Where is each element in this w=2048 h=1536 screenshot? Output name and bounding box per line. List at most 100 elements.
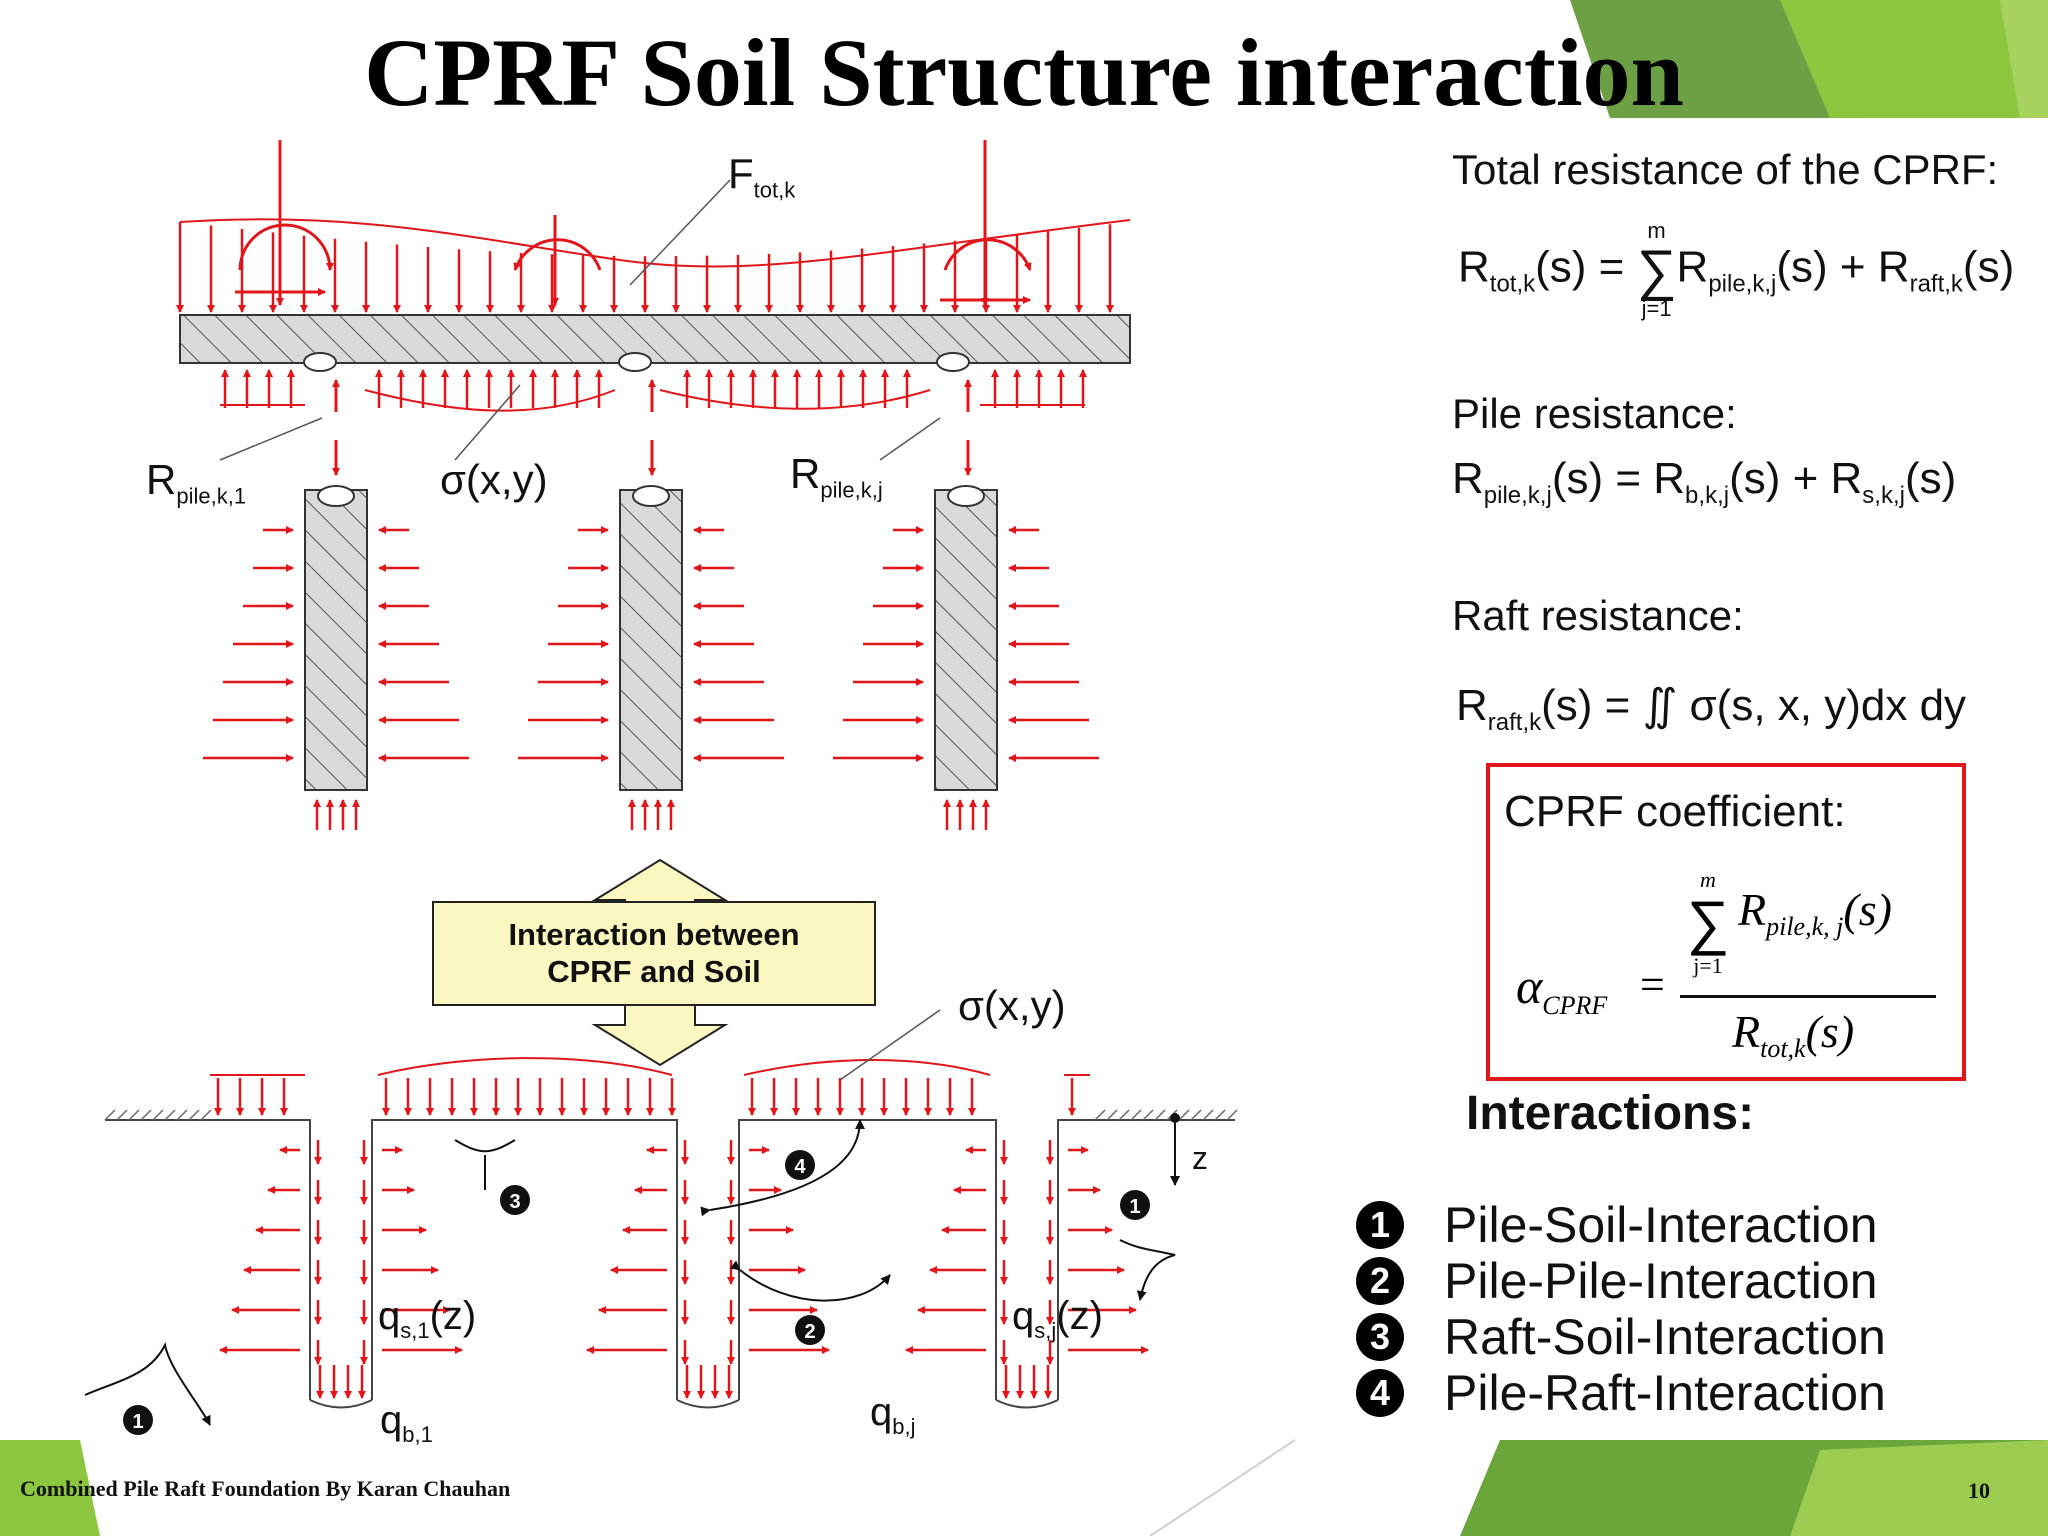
lower-pressure-envelope	[210, 1057, 1090, 1076]
pile-resistance-heading: Pile resistance:	[1452, 390, 1737, 437]
number-2-icon: 2	[1356, 1257, 1404, 1305]
ground-hatch-line	[176, 1109, 188, 1121]
interaction-2-arrow	[729, 1260, 891, 1302]
coefficient-numerator: Rpile,k, j(s)	[1738, 884, 1892, 942]
pile-1	[304, 489, 368, 791]
ground-hatch-line	[128, 1109, 140, 1121]
sigma-bottom-leader	[839, 1009, 941, 1081]
equation-raft-resistance: Rraft,k(s) = ∬ σ(s, x, y)dx dy	[1456, 681, 1967, 736]
moment-arrow-1	[238, 223, 334, 271]
ground-hatch-line	[1190, 1109, 1202, 1121]
raft-joint-3	[936, 352, 970, 372]
ground-hatch-line	[116, 1109, 128, 1121]
cprf-coefficient-heading: CPRF coefficient:	[1504, 787, 1846, 836]
ground-hatch-line	[1106, 1109, 1118, 1121]
raft-resistance-heading: Raft resistance:	[1452, 592, 1744, 639]
bottom-left-green-shape	[0, 1440, 100, 1536]
lower-raft-outline	[210, 1119, 1095, 1400]
sigma-top-leader	[454, 384, 521, 461]
pile-2	[619, 489, 683, 791]
coefficient-equals: =	[1640, 960, 1665, 1009]
r-pile-j-leader	[879, 417, 941, 461]
ground-hatch-line	[1130, 1109, 1142, 1121]
raft-joint-2	[618, 352, 652, 372]
label-sigma-top: σ(x,y)	[440, 456, 548, 503]
interaction-text-line1: Interaction between	[508, 917, 799, 952]
ground-hatch-line	[1214, 1109, 1226, 1121]
lower-pile-1-tip	[309, 1399, 373, 1409]
ground-hatch-line	[1178, 1109, 1190, 1121]
f-tot-leader	[629, 179, 731, 286]
ground-hatch-line	[1118, 1109, 1130, 1121]
label-r-pile-j: Rpile,k,j	[790, 450, 883, 503]
lower-pile-3-tip	[995, 1399, 1059, 1409]
pile-3	[934, 489, 998, 791]
pile-side-arrows	[203, 526, 1099, 830]
interaction-1-arrow-right	[1119, 1239, 1176, 1301]
svg-text:2: 2	[804, 1321, 815, 1343]
equation-pile-resistance: Rpile,k,j(s) = Rb,k,j(s) + Rs,k,j(s)	[1452, 454, 1957, 509]
top-right-edge-shape	[2000, 0, 2048, 118]
label-qs1: qs,1(z)	[378, 1294, 477, 1343]
interaction-box	[432, 901, 876, 1006]
ground-hatch-line	[164, 1109, 176, 1121]
r-pile-1-leader	[219, 417, 323, 461]
contact-pressure-arrows	[221, 369, 1087, 408]
number-1-icon: 1	[1356, 1201, 1404, 1249]
raft	[179, 314, 1131, 364]
interaction-4-arrow	[700, 1119, 865, 1217]
coefficient-alpha: αCPRF	[1516, 958, 1608, 1020]
lower-pile-2-tip	[676, 1399, 740, 1409]
marker-1-right: 1	[1120, 1190, 1150, 1220]
label-z: z	[1192, 1140, 1208, 1176]
label-qb1: qb,1	[380, 1398, 433, 1447]
depth-origin	[1170, 1113, 1180, 1123]
marker-4: 4	[785, 1150, 815, 1180]
coefficient-denominator: Rtot,k(s)	[1732, 1006, 1855, 1064]
ground-hatching	[104, 1109, 1238, 1121]
ground-hatch-line	[1094, 1109, 1106, 1121]
svg-text:3: 3	[509, 1191, 520, 1213]
pile-2-head	[632, 485, 670, 507]
ground-hatch-line	[1142, 1109, 1154, 1121]
load-envelope	[179, 218, 1131, 268]
total-resistance-heading: Total resistance of the CPRF:	[1452, 146, 1999, 193]
svg-text:4: 4	[794, 1156, 806, 1178]
interaction-3-arrow	[454, 1139, 516, 1190]
cprf-interaction-diagram: Interaction between CPRF and Soil 4 3 2 …	[84, 140, 1238, 1435]
ground-hatch-line	[1202, 1109, 1214, 1121]
page-number: 10	[1968, 1478, 1990, 1503]
label-qsj: qs,j(z)	[1012, 1294, 1103, 1343]
cprf-coefficient-box: CPRF coefficient: αCPRF = m ∑ j=1 Rpile,…	[1486, 763, 1966, 1081]
moment-arrow-2	[513, 238, 602, 271]
ground-hatch-line	[1154, 1109, 1166, 1121]
svg-text:1: 1	[132, 1411, 143, 1433]
bottom-decor-line	[1149, 1439, 1296, 1536]
pile-3-head	[947, 485, 985, 507]
marker-3: 3	[500, 1185, 530, 1215]
top-right-light-green-shape	[1780, 0, 2048, 118]
moment-arrow-3	[943, 238, 1032, 271]
interactions-heading: Interactions:	[1466, 1087, 1755, 1140]
bottom-right-light-green-shape	[1790, 1440, 2048, 1536]
label-sigma-bottom: σ(x,y)	[958, 982, 1066, 1029]
slide-title: CPRF Soil Structure interaction	[364, 19, 1684, 126]
interaction-1-arrow-left	[84, 1341, 211, 1426]
marker-2: 2	[795, 1315, 825, 1345]
coefficient-fraction-line	[1680, 995, 1936, 998]
number-4-icon: 4	[1356, 1369, 1404, 1417]
label-f-tot: Ftot,k	[728, 150, 796, 203]
ground-hatch-line	[140, 1109, 152, 1121]
ground-hatch-line	[188, 1109, 200, 1121]
footer-text: Combined Pile Raft Foundation By Karan C…	[20, 1476, 511, 1501]
coefficient-sum: m ∑ j=1	[1686, 867, 1730, 978]
pile-1-head	[317, 485, 355, 507]
ground-hatch-line	[104, 1109, 116, 1121]
interaction-text-line2: CPRF and Soil	[547, 954, 761, 989]
marker-1-left: 1	[123, 1405, 153, 1435]
